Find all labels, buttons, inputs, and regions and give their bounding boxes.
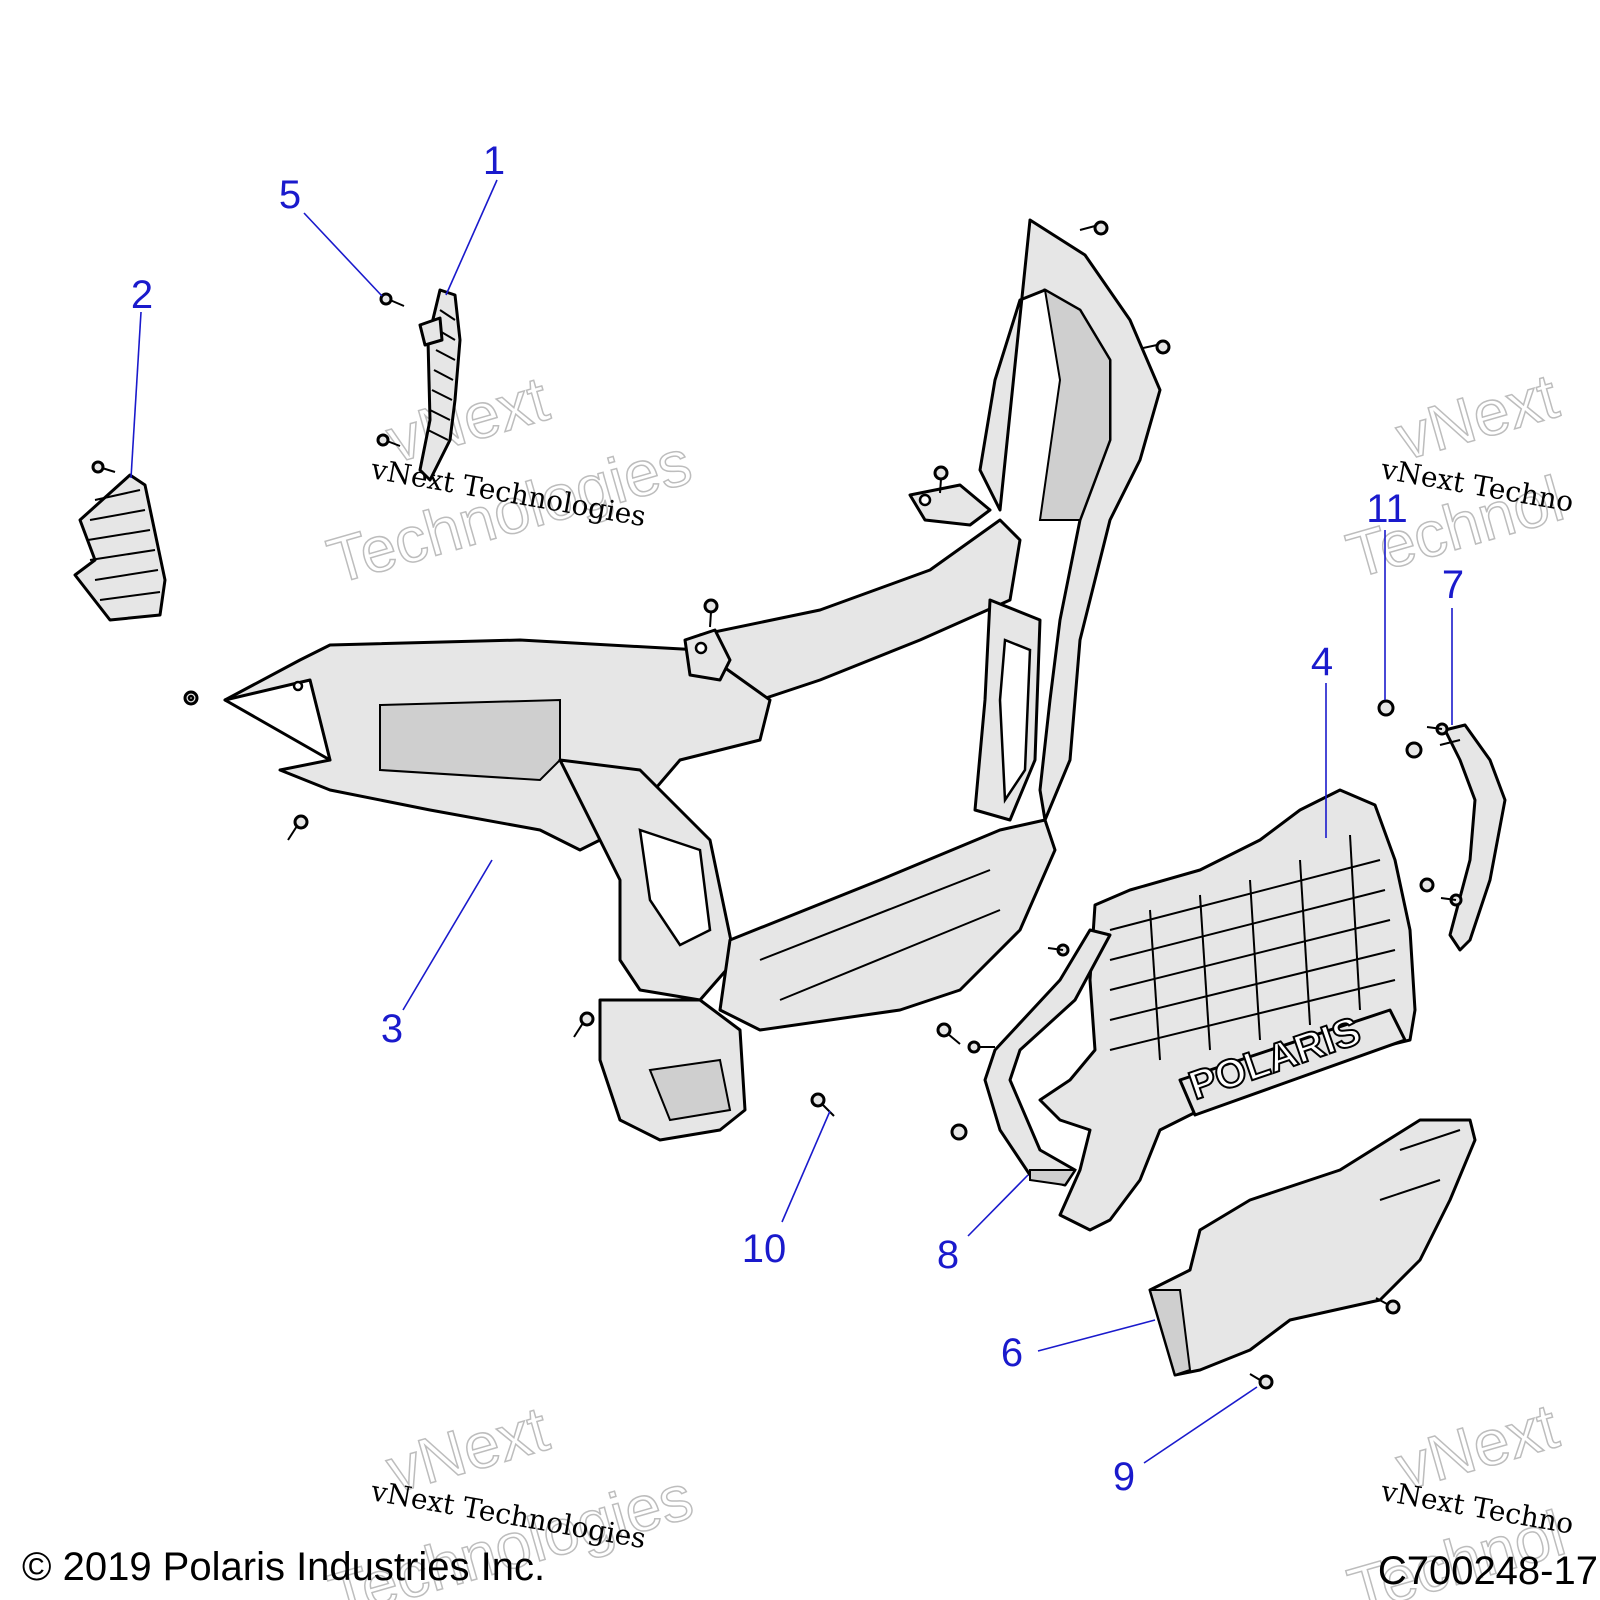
clip <box>1405 741 1423 759</box>
copyright-text: © 2019 Polaris Industries Inc. <box>22 1545 545 1589</box>
screw <box>936 1022 961 1045</box>
leader-5 <box>303 212 383 297</box>
part-6-lower-panel <box>1148 1118 1477 1377</box>
callout-numbers: 1 2 3 4 5 6 7 8 9 10 11 <box>131 139 1464 1499</box>
screw <box>1142 339 1171 355</box>
callout-4: 4 <box>1311 640 1333 684</box>
part-8-left-trim <box>983 928 1112 1187</box>
watermark-edge-brand: vNext <box>1388 360 1565 474</box>
callout-2: 2 <box>131 273 153 317</box>
callout-11: 11 <box>1366 487 1408 531</box>
screw <box>1047 943 1070 957</box>
screw <box>1375 1297 1401 1315</box>
screw <box>967 1040 995 1054</box>
part-1-side-vent <box>418 288 462 482</box>
part-3-front-bumper-frame <box>223 218 1162 1142</box>
clip <box>1419 877 1435 893</box>
screw-item-9 <box>1249 1373 1274 1390</box>
screw <box>573 1011 595 1038</box>
callout-3: 3 <box>381 1007 403 1051</box>
clip <box>183 690 199 706</box>
callout-7: 7 <box>1442 563 1464 607</box>
callout-1: 1 <box>483 139 505 183</box>
screw <box>1079 220 1109 236</box>
fasteners <box>91 220 1463 1390</box>
callout-10: 10 <box>742 1227 787 1271</box>
leader-3 <box>402 859 493 1011</box>
leader-10 <box>781 1110 831 1223</box>
callout-8: 8 <box>937 1233 959 1277</box>
part-2-side-grille <box>73 473 167 622</box>
screw-item-10 <box>810 1092 835 1117</box>
screw <box>1426 722 1449 736</box>
leader-lines <box>130 179 1453 1464</box>
screw <box>1440 893 1463 907</box>
screw <box>287 814 309 841</box>
leader-2 <box>130 311 142 479</box>
callout-6: 6 <box>1001 1331 1023 1375</box>
screw-item-5 <box>379 292 405 307</box>
watermark-top-left: vNext Technologies <box>319 362 699 599</box>
clip-item-11 <box>1377 699 1395 717</box>
drawing-number: C700248-17 <box>1378 1549 1598 1593</box>
screw <box>933 465 949 494</box>
clip <box>950 1123 968 1141</box>
leader-1 <box>445 179 498 296</box>
callout-9: 9 <box>1113 1455 1135 1499</box>
screw <box>376 433 401 447</box>
screw <box>91 460 116 474</box>
callout-5: 5 <box>279 173 301 217</box>
screw <box>703 598 719 628</box>
leader-6 <box>1037 1319 1156 1352</box>
leader-9 <box>1143 1386 1258 1464</box>
leader-8 <box>967 1174 1029 1237</box>
part-7-right-trim <box>1439 723 1507 952</box>
